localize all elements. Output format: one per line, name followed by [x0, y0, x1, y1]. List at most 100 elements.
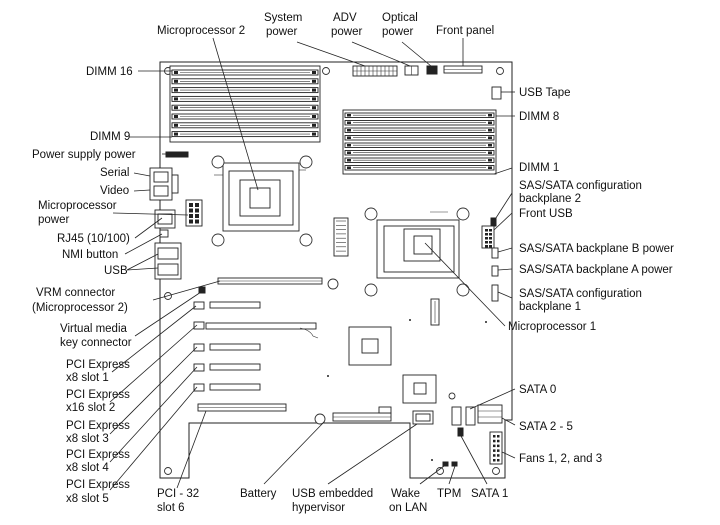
- label-virtual-media-line1: Virtual media: [60, 323, 128, 335]
- dimm-slot: [171, 104, 319, 111]
- label-battery: Battery: [240, 488, 277, 500]
- mounting-holes: [164, 67, 504, 475]
- sas-backplane-b-power-connector: [491, 247, 499, 259]
- label-rj45: RJ45 (10/100): [57, 233, 130, 245]
- dimm-bank-cpu1: [342, 109, 497, 175]
- pcie-x8-slot-4: [193, 363, 261, 372]
- front-usb-connector: [481, 225, 495, 249]
- sas-config-backplane-1-connector: [491, 284, 499, 302]
- label-microprocessor-power-line2: power: [38, 214, 69, 226]
- system-power-connector: [352, 65, 398, 77]
- label-pcie-slot2-line2: x16 slot 2: [66, 402, 115, 414]
- board-markings: [327, 319, 487, 461]
- bmc-chip: [402, 374, 437, 404]
- label-vrm-line1: VRM connector: [36, 287, 115, 299]
- label-sata-2-5: SATA 2 - 5: [519, 421, 573, 433]
- dimm-slot: [171, 131, 319, 138]
- label-sas-config-bp1-line1: SAS/SATA configuration: [519, 288, 642, 300]
- usb-connectors: [154, 242, 182, 280]
- dimm-slot: [171, 78, 319, 85]
- label-pcie-slot2-line1: PCI Express: [66, 389, 130, 401]
- pci-32-slot-6: [197, 403, 287, 412]
- leader-lines: [109, 37, 516, 491]
- dimm-slot: [171, 113, 319, 120]
- label-system-power-line2: power: [266, 26, 297, 38]
- microprocessor-2: [211, 155, 313, 247]
- dimm-slot: [344, 157, 495, 163]
- serial-video-connector: [149, 167, 179, 201]
- label-pcie-slot4-line2: x8 slot 4: [66, 462, 109, 474]
- label-pcie-slot5-line1: PCI Express: [66, 479, 130, 491]
- label-sas-bp-a-power: SAS/SATA backplane A power: [519, 264, 673, 276]
- chipset-connector: [333, 217, 349, 257]
- power-supply-power-connector: [165, 151, 189, 158]
- dimm-bank-cpu2: [169, 65, 321, 143]
- label-sas-bp-b-power: SAS/SATA backplane B power: [519, 243, 674, 255]
- label-adv-power-line2: power: [331, 26, 362, 38]
- usb-embedded-hypervisor-connector: [412, 410, 434, 425]
- virtual-media-key-connector: [198, 286, 206, 294]
- label-video: Video: [100, 185, 129, 197]
- label-pci32-line1: PCI - 32: [157, 488, 199, 500]
- label-nmi-button: NMI button: [62, 249, 118, 261]
- pcie-x8-slot-1: [193, 301, 261, 310]
- label-pcie-slot1-line2: x8 slot 1: [66, 372, 109, 384]
- fans-connector: [489, 431, 503, 465]
- label-microprocessor-power-line1: Microprocessor: [38, 200, 117, 212]
- label-wake-on-lan-line2: on LAN: [389, 502, 427, 514]
- label-pcie-slot5-line2: x8 slot 5: [66, 493, 109, 505]
- label-vrm-line2: (Microprocessor 2): [32, 302, 128, 314]
- label-dimm-9: DIMM 9: [90, 131, 130, 143]
- sas-backplane-a-power-connector: [491, 265, 499, 277]
- optical-power-connector: [426, 65, 438, 75]
- label-dimm-16: DIMM 16: [86, 66, 133, 78]
- label-fans: Fans 1, 2, and 3: [519, 453, 602, 465]
- pcie-x8-slot-5: [193, 383, 261, 392]
- label-sas-config-bp2-line1: SAS/SATA configuration: [519, 180, 642, 192]
- dimm-slot: [344, 127, 495, 133]
- label-microprocessor-2: Microprocessor 2: [157, 25, 245, 37]
- nmi-button: [159, 229, 169, 238]
- label-tpm: TPM: [437, 488, 461, 500]
- label-serial: Serial: [100, 167, 129, 179]
- dimm-slot: [344, 165, 495, 171]
- dimm-slot: [344, 150, 495, 156]
- dimm-slot: [171, 87, 319, 94]
- pcie-x8-slot-3: [193, 343, 261, 352]
- label-usb: USB: [104, 265, 128, 277]
- callout-labels: Microprocessor 2 System power ADV power …: [32, 12, 674, 514]
- label-system-power-line1: System: [264, 12, 302, 24]
- adv-power-connector: [404, 65, 419, 76]
- microprocessor-1: [364, 207, 470, 297]
- dimm-slot: [171, 69, 319, 76]
- microprocessor-power-connector: [185, 199, 203, 227]
- label-pcie-slot3-line1: PCI Express: [66, 420, 130, 432]
- label-virtual-media-line2: key connector: [60, 337, 132, 349]
- label-optical-power-line1: Optical: [382, 12, 418, 24]
- label-pcie-slot1-line1: PCI Express: [66, 359, 130, 371]
- label-pcie-slot4-line1: PCI Express: [66, 449, 130, 461]
- small-component: [430, 298, 440, 326]
- usb-tape-connector: [491, 86, 502, 100]
- label-power-supply-power: Power supply power: [32, 149, 136, 161]
- label-microprocessor-1: Microprocessor 1: [508, 321, 596, 333]
- wake-on-lan-connector: [442, 461, 449, 467]
- dimm-slot: [344, 135, 495, 141]
- label-dimm-8: DIMM 8: [519, 111, 559, 123]
- sata-1-connector: [457, 427, 464, 437]
- dimm-slot: [344, 142, 495, 148]
- label-front-usb: Front USB: [519, 208, 573, 220]
- label-optical-power-line2: power: [382, 26, 413, 38]
- label-wake-on-lan-line1: Wake: [391, 488, 420, 500]
- chipset: [348, 326, 392, 366]
- pcie-x16-slot-2: [193, 321, 319, 339]
- label-dimm-1: DIMM 1: [519, 162, 559, 174]
- sata-0-connector: [451, 406, 476, 426]
- label-usb-hypervisor-line2: hypervisor: [292, 502, 345, 514]
- label-pcie-slot3-line2: x8 slot 3: [66, 433, 109, 445]
- label-adv-power-line1: ADV: [333, 12, 357, 24]
- label-usb-tape: USB Tape: [519, 87, 571, 99]
- dimm-slot: [171, 122, 319, 129]
